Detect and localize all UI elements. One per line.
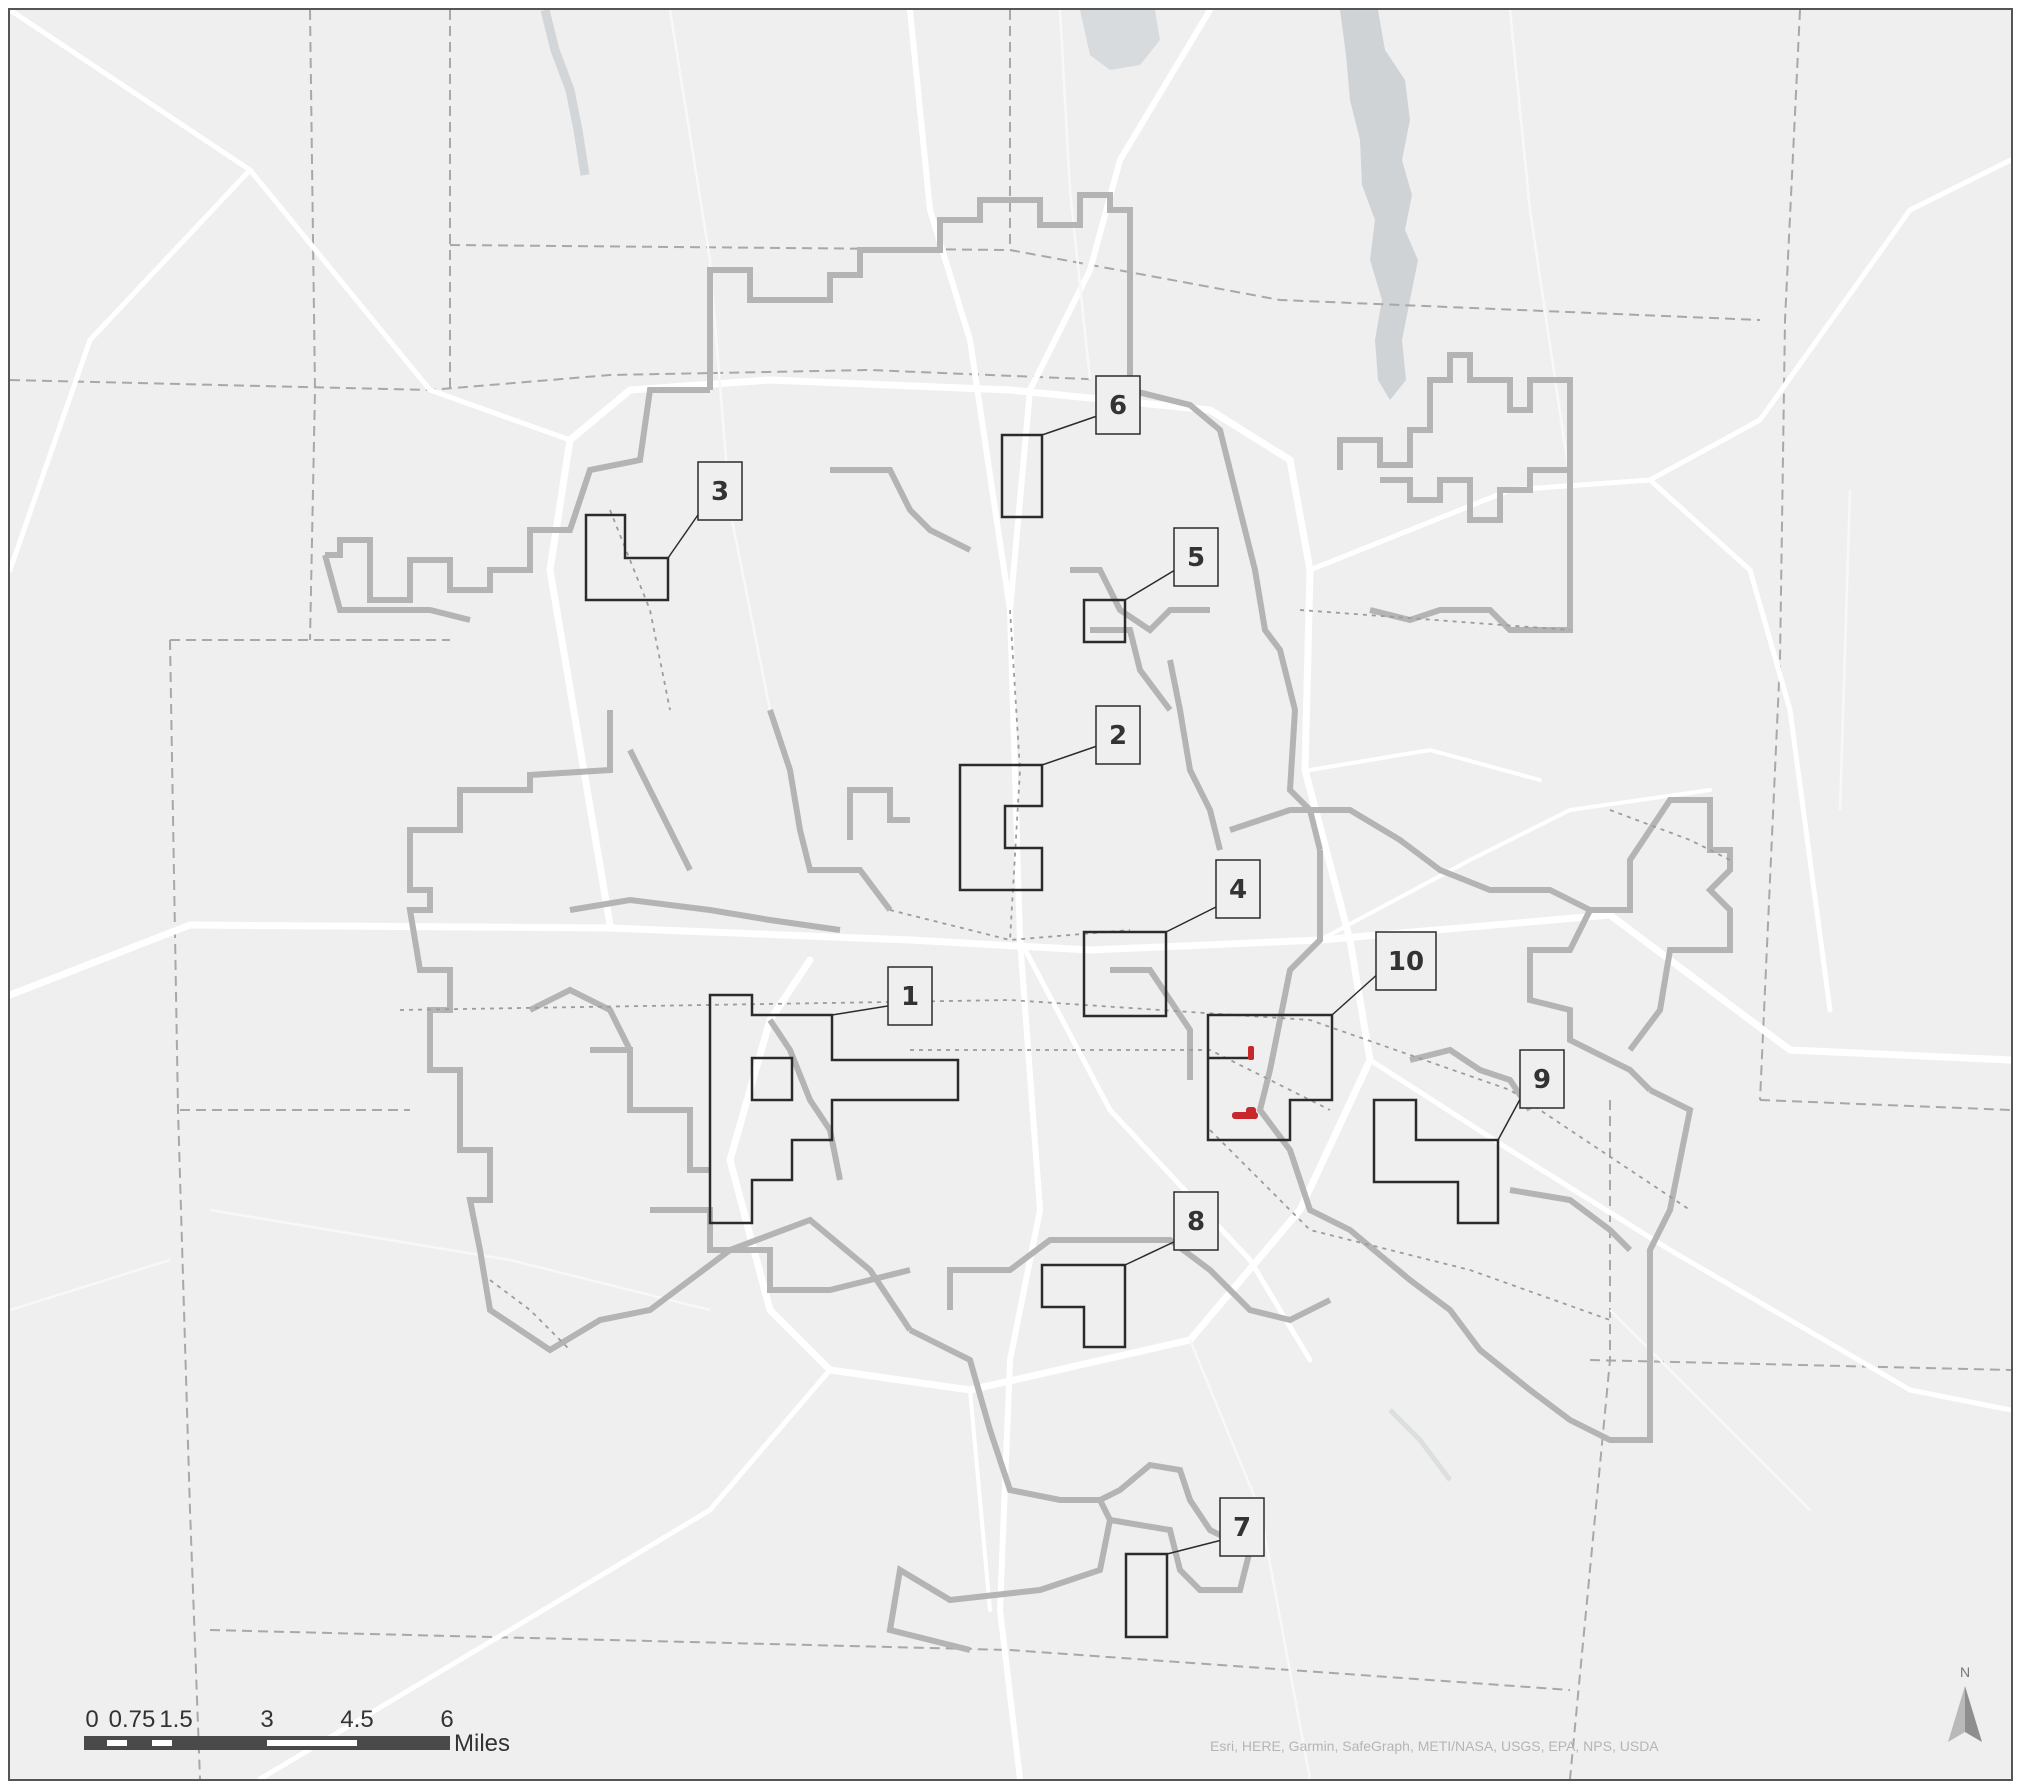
- local-roads: [10, 10, 1852, 1779]
- north-label: N: [1960, 1664, 1970, 1680]
- label-box-4[interactable]: 4: [1215, 859, 1261, 919]
- scale-tick-3: 3: [260, 1706, 273, 1733]
- label-box-8[interactable]: 8: [1173, 1191, 1219, 1251]
- map-canvas[interactable]: 1 2 3 4 5 6 7 8: [10, 10, 2011, 1779]
- river-north-west: [540, 10, 590, 176]
- label-7: 7: [1233, 1513, 1251, 1543]
- study-area-2-outline[interactable]: [958, 763, 1044, 892]
- township-lines: [399, 509, 1731, 1351]
- label-8: 8: [1187, 1207, 1205, 1237]
- reservoir-north-east: [1340, 10, 1418, 400]
- study-area-5-outline[interactable]: [1082, 598, 1127, 644]
- map-frame: 1 2 3 4 5 6 7 8: [8, 8, 2013, 1781]
- label-5: 5: [1187, 543, 1205, 573]
- label-2: 2: [1109, 721, 1127, 751]
- label-box-2[interactable]: 2: [1095, 705, 1141, 765]
- label-1: 1: [901, 982, 919, 1012]
- river-east: [1388, 1408, 1452, 1482]
- scale-unit: Miles: [454, 1730, 510, 1757]
- scale-tick-6: 6: [440, 1706, 453, 1733]
- highlight-feature-c: [1248, 1046, 1254, 1060]
- scale-tick-1-5: 1.5: [159, 1706, 192, 1733]
- water-layer: [540, 10, 1452, 1482]
- label-4: 4: [1229, 875, 1247, 905]
- study-area-9-outline[interactable]: [1372, 1098, 1500, 1225]
- study-area-3-outline[interactable]: [584, 513, 670, 602]
- label-box-5[interactable]: 5: [1173, 527, 1219, 587]
- study-area-4-outline[interactable]: [1082, 930, 1168, 1018]
- scale-bar: 0 0.75 1.5 3 4.5 6 Miles: [84, 1706, 510, 1757]
- highlight-feature-b: [1246, 1107, 1256, 1119]
- label-box-9[interactable]: 9: [1519, 1049, 1565, 1109]
- label-box-6[interactable]: 6: [1095, 375, 1141, 435]
- label-box-7[interactable]: 7: [1219, 1497, 1265, 1557]
- admin-boundaries: [10, 10, 2011, 1779]
- study-area-1-outline[interactable]: [708, 993, 960, 1225]
- label-3: 3: [711, 477, 729, 507]
- label-9: 9: [1533, 1065, 1551, 1095]
- study-area-6-outline[interactable]: [1000, 433, 1044, 519]
- north-arrow-icon: N: [1948, 1664, 1982, 1742]
- scale-tick-0: 0: [85, 1706, 98, 1733]
- label-6: 6: [1109, 391, 1127, 421]
- attribution-text: Esri, HERE, Garmin, SafeGraph, METI/NASA…: [1210, 1738, 1659, 1754]
- label-10: 10: [1388, 947, 1424, 977]
- label-box-1[interactable]: 1: [887, 966, 933, 1026]
- leader-lines: [667, 414, 1525, 1555]
- study-area-8-outline[interactable]: [1040, 1263, 1127, 1349]
- label-box-10[interactable]: 10: [1375, 931, 1437, 991]
- highlight-features: [1232, 1046, 1258, 1119]
- scale-tick-4-5: 4.5: [340, 1706, 373, 1733]
- study-area-10-outline[interactable]: [1206, 1013, 1334, 1142]
- reservoir-north-center: [1080, 10, 1160, 70]
- study-area-labels: 1 2 3 4 5 6 7 8: [697, 375, 1565, 1557]
- scale-tick-0-75: 0.75: [109, 1706, 156, 1733]
- study-areas: [584, 433, 1500, 1639]
- study-area-7-outline[interactable]: [1124, 1552, 1169, 1639]
- label-box-3[interactable]: 3: [697, 461, 743, 521]
